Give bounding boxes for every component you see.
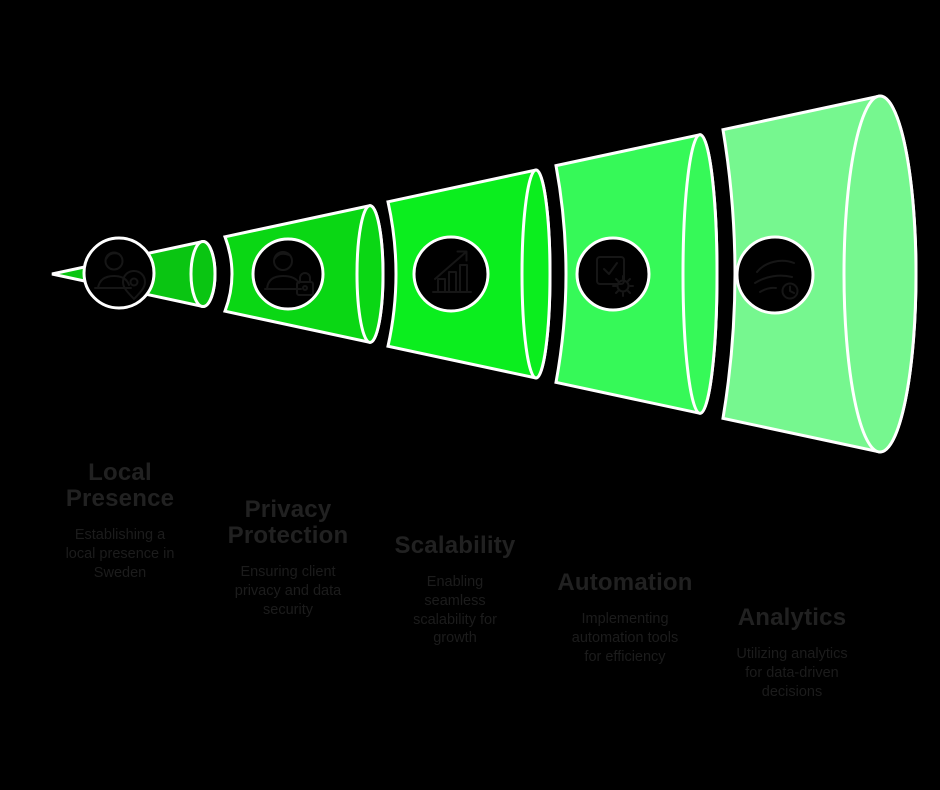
stage-1-title: Local Presence [65, 459, 175, 512]
checklist-gear-icon [596, 256, 634, 297]
funnel-segment-4-cap [681, 133, 719, 415]
stage-3-icon-circle [412, 235, 490, 313]
stage-4-label: Automation Implementing automation tools… [551, 570, 699, 666]
stage-4-description: Implementing automation tools for effici… [571, 610, 679, 665]
stage-3-title: Scalability [394, 532, 516, 559]
stage-3-description: Enabling seamless scalability for growth [413, 573, 497, 647]
stage-5-label: Analytics Utilizing analytics for data-d… [718, 605, 866, 701]
stage-3-label: Scalability Enabling seamless scalabilit… [378, 533, 532, 648]
stage-4-icon-circle [575, 236, 651, 312]
stage-2-label: Privacy Protection Ensuring client priva… [214, 497, 362, 619]
stage-2-title: Privacy Protection [227, 496, 349, 549]
stage-4-title: Automation [557, 569, 693, 596]
stage-1-icon-circle [82, 236, 156, 310]
stage-2-description: Ensuring client privacy and data securit… [234, 563, 342, 618]
funnel-segment-1-cap [189, 240, 217, 308]
stage-5-title: Analytics [737, 604, 847, 631]
funnel-segment-5-cap [842, 94, 918, 454]
swoosh-clock-icon [754, 259, 799, 300]
stage-2-icon-circle [251, 237, 325, 311]
person-location-icon [94, 251, 146, 300]
funnel-segment-2-cap [355, 204, 385, 344]
stage-5-description: Utilizing analytics for data-driven deci… [736, 645, 848, 700]
growth-chart-icon [432, 250, 472, 293]
stage-1-description: Establishing a local presence in Sweden [65, 526, 175, 581]
stage-1-label: Local Presence Establishing a local pres… [46, 460, 194, 582]
person-lock-icon [264, 251, 314, 296]
funnel-segment-3-cap [520, 168, 552, 380]
